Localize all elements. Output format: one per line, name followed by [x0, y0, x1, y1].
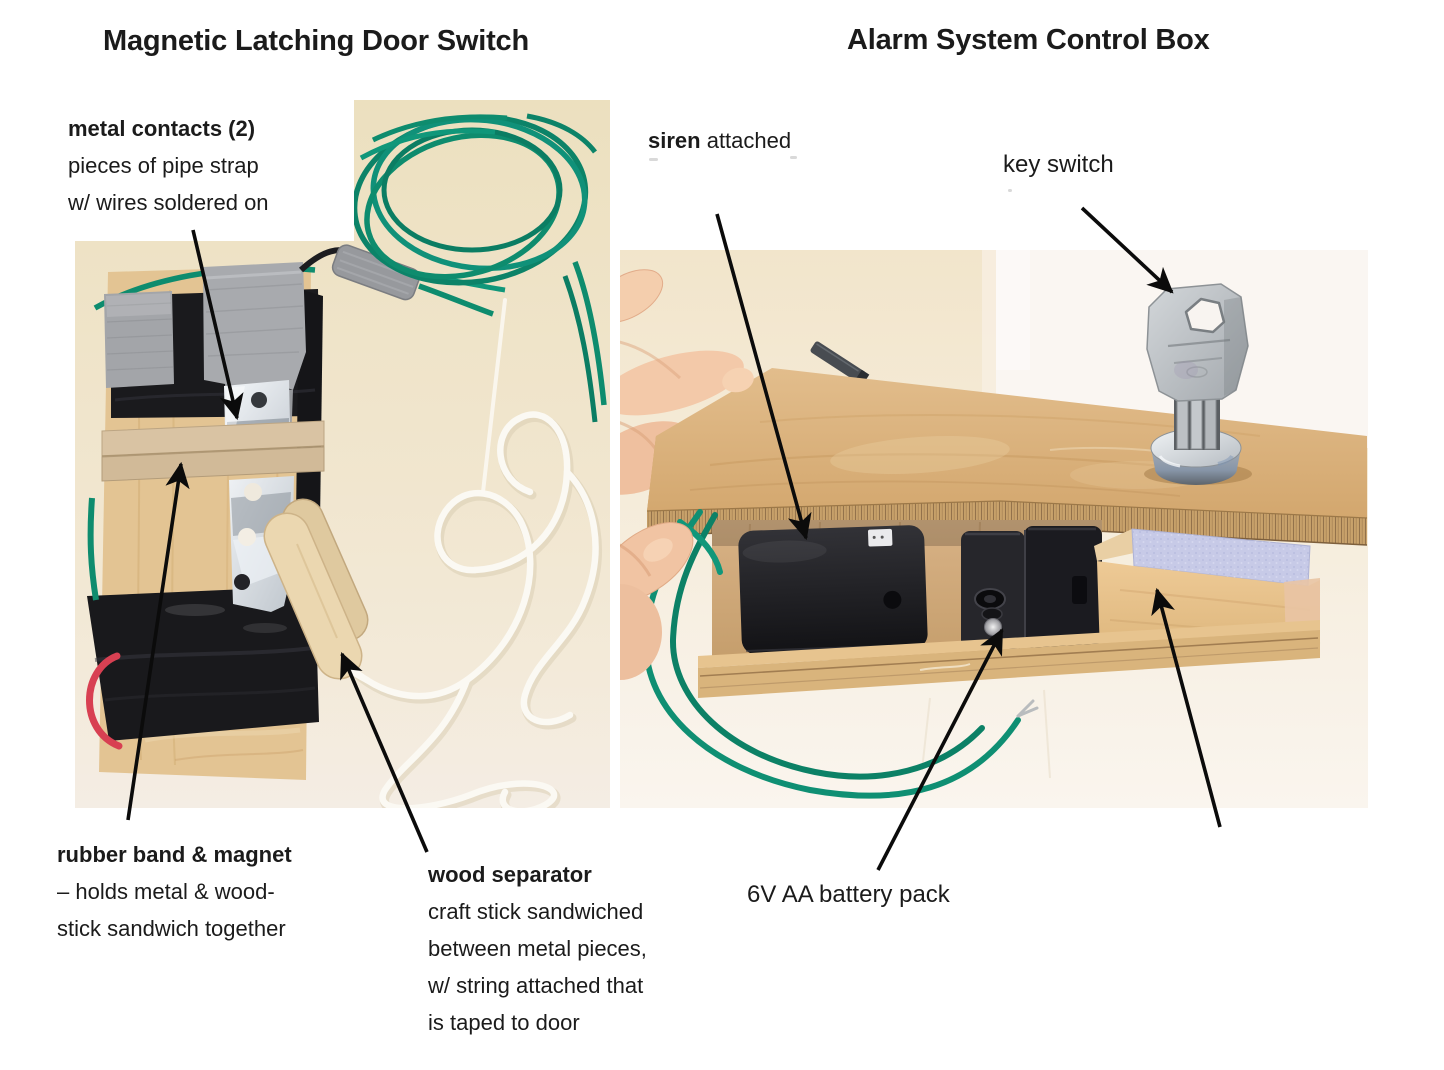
black-tape-lower: [87, 586, 319, 741]
label-siren-heading: siren: [648, 128, 701, 153]
label-rubber-band: rubber band & magnet – holds metal & woo…: [57, 836, 292, 947]
label-siren: siren attached: [648, 122, 791, 159]
label-metal-contacts-line: pieces of pipe strap: [68, 153, 259, 178]
white-string: [341, 298, 602, 808]
photo-alarm-system-control-box: [620, 250, 1368, 808]
siren-box: [738, 525, 928, 655]
label-wood-separator-line: is taped to door: [428, 1010, 580, 1035]
label-wood-separator-line: craft stick sandwiched: [428, 899, 644, 924]
label-siren-suffix: attached: [700, 128, 792, 153]
label-metal-contacts-line: w/ wires soldered on: [68, 190, 269, 215]
metal-contact-lower: [229, 476, 294, 612]
red-wire: [86, 652, 123, 750]
erased-mark: [649, 158, 658, 161]
label-wood-separator: wood separator craft stick sandwiched be…: [428, 856, 647, 1041]
label-backdrop: [75, 100, 354, 241]
key-switch: [1144, 283, 1252, 485]
erased-mark: [790, 156, 797, 159]
green-wire-coil: [351, 113, 607, 423]
rubber-band: [101, 420, 325, 482]
hand-thumb: [620, 522, 694, 680]
label-rubber-band-line: – holds metal & wood-: [57, 879, 275, 904]
label-wood-separator-heading: wood separator: [428, 862, 592, 887]
green-wire-left: [87, 497, 99, 601]
right-title: Alarm System Control Box: [847, 24, 1210, 56]
erased-mark: [1008, 189, 1012, 192]
label-wood-separator-line: between metal pieces,: [428, 936, 647, 961]
label-wood-separator-line: w/ string attached that: [428, 973, 644, 998]
left-title: Magnetic Latching Door Switch: [103, 25, 529, 57]
label-metal-contacts: metal contacts (2) pieces of pipe strap …: [68, 110, 269, 221]
craft-stick: [263, 498, 369, 680]
label-key-switch: key switch: [1003, 151, 1114, 178]
label-metal-contacts-heading: metal contacts (2): [68, 116, 256, 141]
stripped-wire-end: [1016, 699, 1039, 718]
screw-terminal: [984, 618, 1002, 636]
label-rubber-band-heading: rubber band & magnet: [57, 842, 292, 867]
label-battery-pack: 6V AA battery pack: [747, 881, 950, 908]
duct-tape-left: [104, 291, 174, 388]
label-rubber-band-line: stick sandwich together: [57, 916, 286, 941]
battery-pack: [961, 526, 1102, 649]
